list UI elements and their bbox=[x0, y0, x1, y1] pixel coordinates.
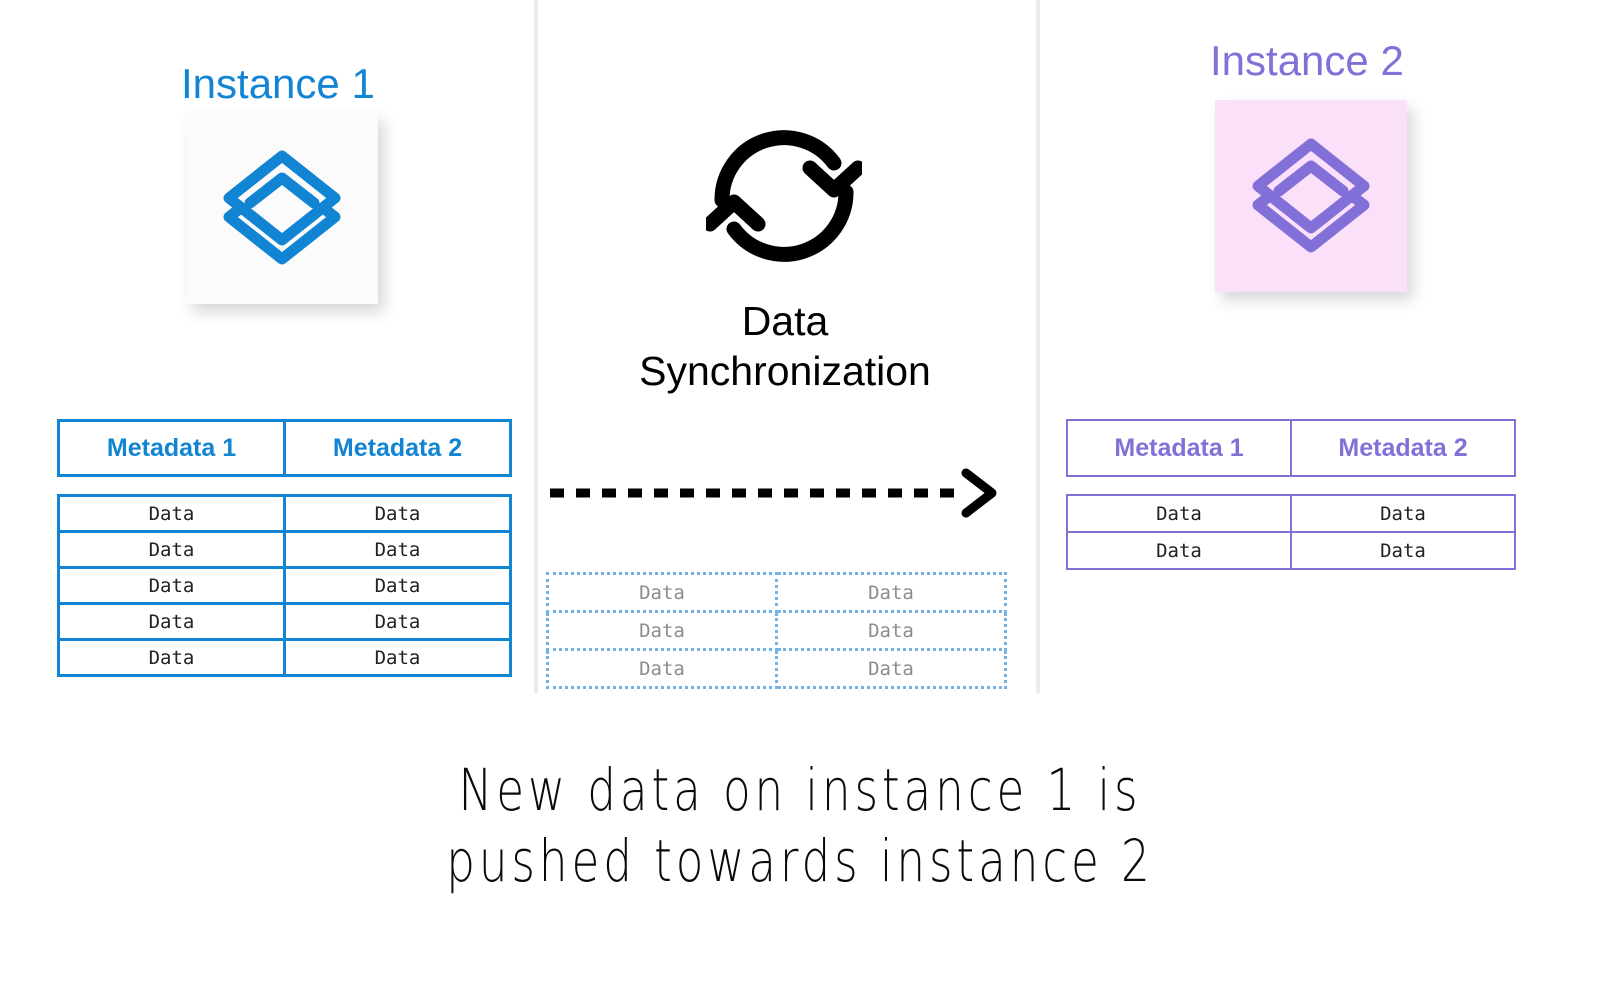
column-header-metadata-2: Metadata 2 bbox=[283, 419, 512, 477]
circular-sync-arrows-icon bbox=[702, 116, 866, 281]
data-cell: Data bbox=[57, 602, 286, 641]
table-header-row: Metadata 1 Metadata 2 bbox=[57, 419, 512, 477]
table-row: Data Data bbox=[546, 610, 1007, 651]
table-row: Data Data bbox=[546, 572, 1007, 613]
table-row: Data Data bbox=[57, 602, 512, 641]
data-cell: Data bbox=[57, 566, 286, 605]
instance-2-title: Instance 2 bbox=[1210, 37, 1404, 84]
instance-2-data-table: Data Data Data Data bbox=[1066, 494, 1516, 570]
data-cell: Data bbox=[57, 530, 286, 569]
data-cell: Data bbox=[546, 610, 778, 651]
table-row: Data Data bbox=[57, 638, 512, 677]
data-cell: Data bbox=[283, 566, 512, 605]
table-row: Data Data bbox=[57, 530, 512, 569]
data-cell: Data bbox=[283, 602, 512, 641]
data-cell: Data bbox=[775, 572, 1007, 613]
caption-line-2: pushed towards instance 2 bbox=[446, 826, 1154, 895]
data-cell: Data bbox=[283, 530, 512, 569]
diagram-caption: New data on instance 1 is pushed towards… bbox=[176, 755, 1424, 897]
sync-label-line-1: Data bbox=[741, 298, 829, 344]
data-cell: Data bbox=[1066, 494, 1292, 533]
column-header-metadata-1: Metadata 1 bbox=[1066, 419, 1292, 477]
instance-2-metadata-header-table: Metadata 1 Metadata 2 bbox=[1066, 419, 1516, 477]
table-row: Data Data bbox=[546, 648, 1007, 689]
instance-1-title: Instance 1 bbox=[181, 60, 375, 107]
table-header-row: Metadata 1 Metadata 2 bbox=[1066, 419, 1516, 477]
data-cell: Data bbox=[283, 638, 512, 677]
data-cell: Data bbox=[1290, 494, 1516, 533]
in-transit-data-table: Data Data Data Data Data Data bbox=[546, 572, 1007, 689]
data-cell: Data bbox=[546, 648, 778, 689]
data-cell: Data bbox=[1066, 531, 1292, 570]
data-cell: Data bbox=[775, 610, 1007, 651]
instance-1-metadata-header-table: Metadata 1 Metadata 2 bbox=[57, 419, 512, 477]
stacked-layers-icon bbox=[1245, 133, 1377, 259]
table-row: Data Data bbox=[57, 566, 512, 605]
instance-2-logo-card bbox=[1215, 100, 1407, 292]
column-header-metadata-1: Metadata 1 bbox=[57, 419, 286, 477]
column-divider-right bbox=[1036, 0, 1040, 693]
data-cell: Data bbox=[57, 494, 286, 533]
data-cell: Data bbox=[1290, 531, 1516, 570]
table-row: Data Data bbox=[1066, 494, 1516, 533]
data-cell: Data bbox=[775, 648, 1007, 689]
table-row: Data Data bbox=[57, 494, 512, 533]
table-row: Data Data bbox=[1066, 531, 1516, 570]
stacked-layers-icon bbox=[216, 145, 348, 271]
sync-label-line-2: Synchronization bbox=[639, 348, 931, 395]
data-synchronization-label: Data Synchronization bbox=[535, 296, 1035, 397]
data-cell: Data bbox=[546, 572, 778, 613]
dashed-right-arrow-icon bbox=[548, 468, 998, 523]
caption-line-1: New data on instance 1 is bbox=[458, 756, 1142, 824]
instance-1-logo-card bbox=[186, 112, 378, 304]
data-cell: Data bbox=[283, 494, 512, 533]
instance-1-data-table: Data Data Data Data Data Data Data Data … bbox=[57, 494, 512, 677]
data-cell: Data bbox=[57, 638, 286, 677]
column-divider-left bbox=[534, 0, 538, 693]
column-header-metadata-2: Metadata 2 bbox=[1290, 419, 1516, 477]
